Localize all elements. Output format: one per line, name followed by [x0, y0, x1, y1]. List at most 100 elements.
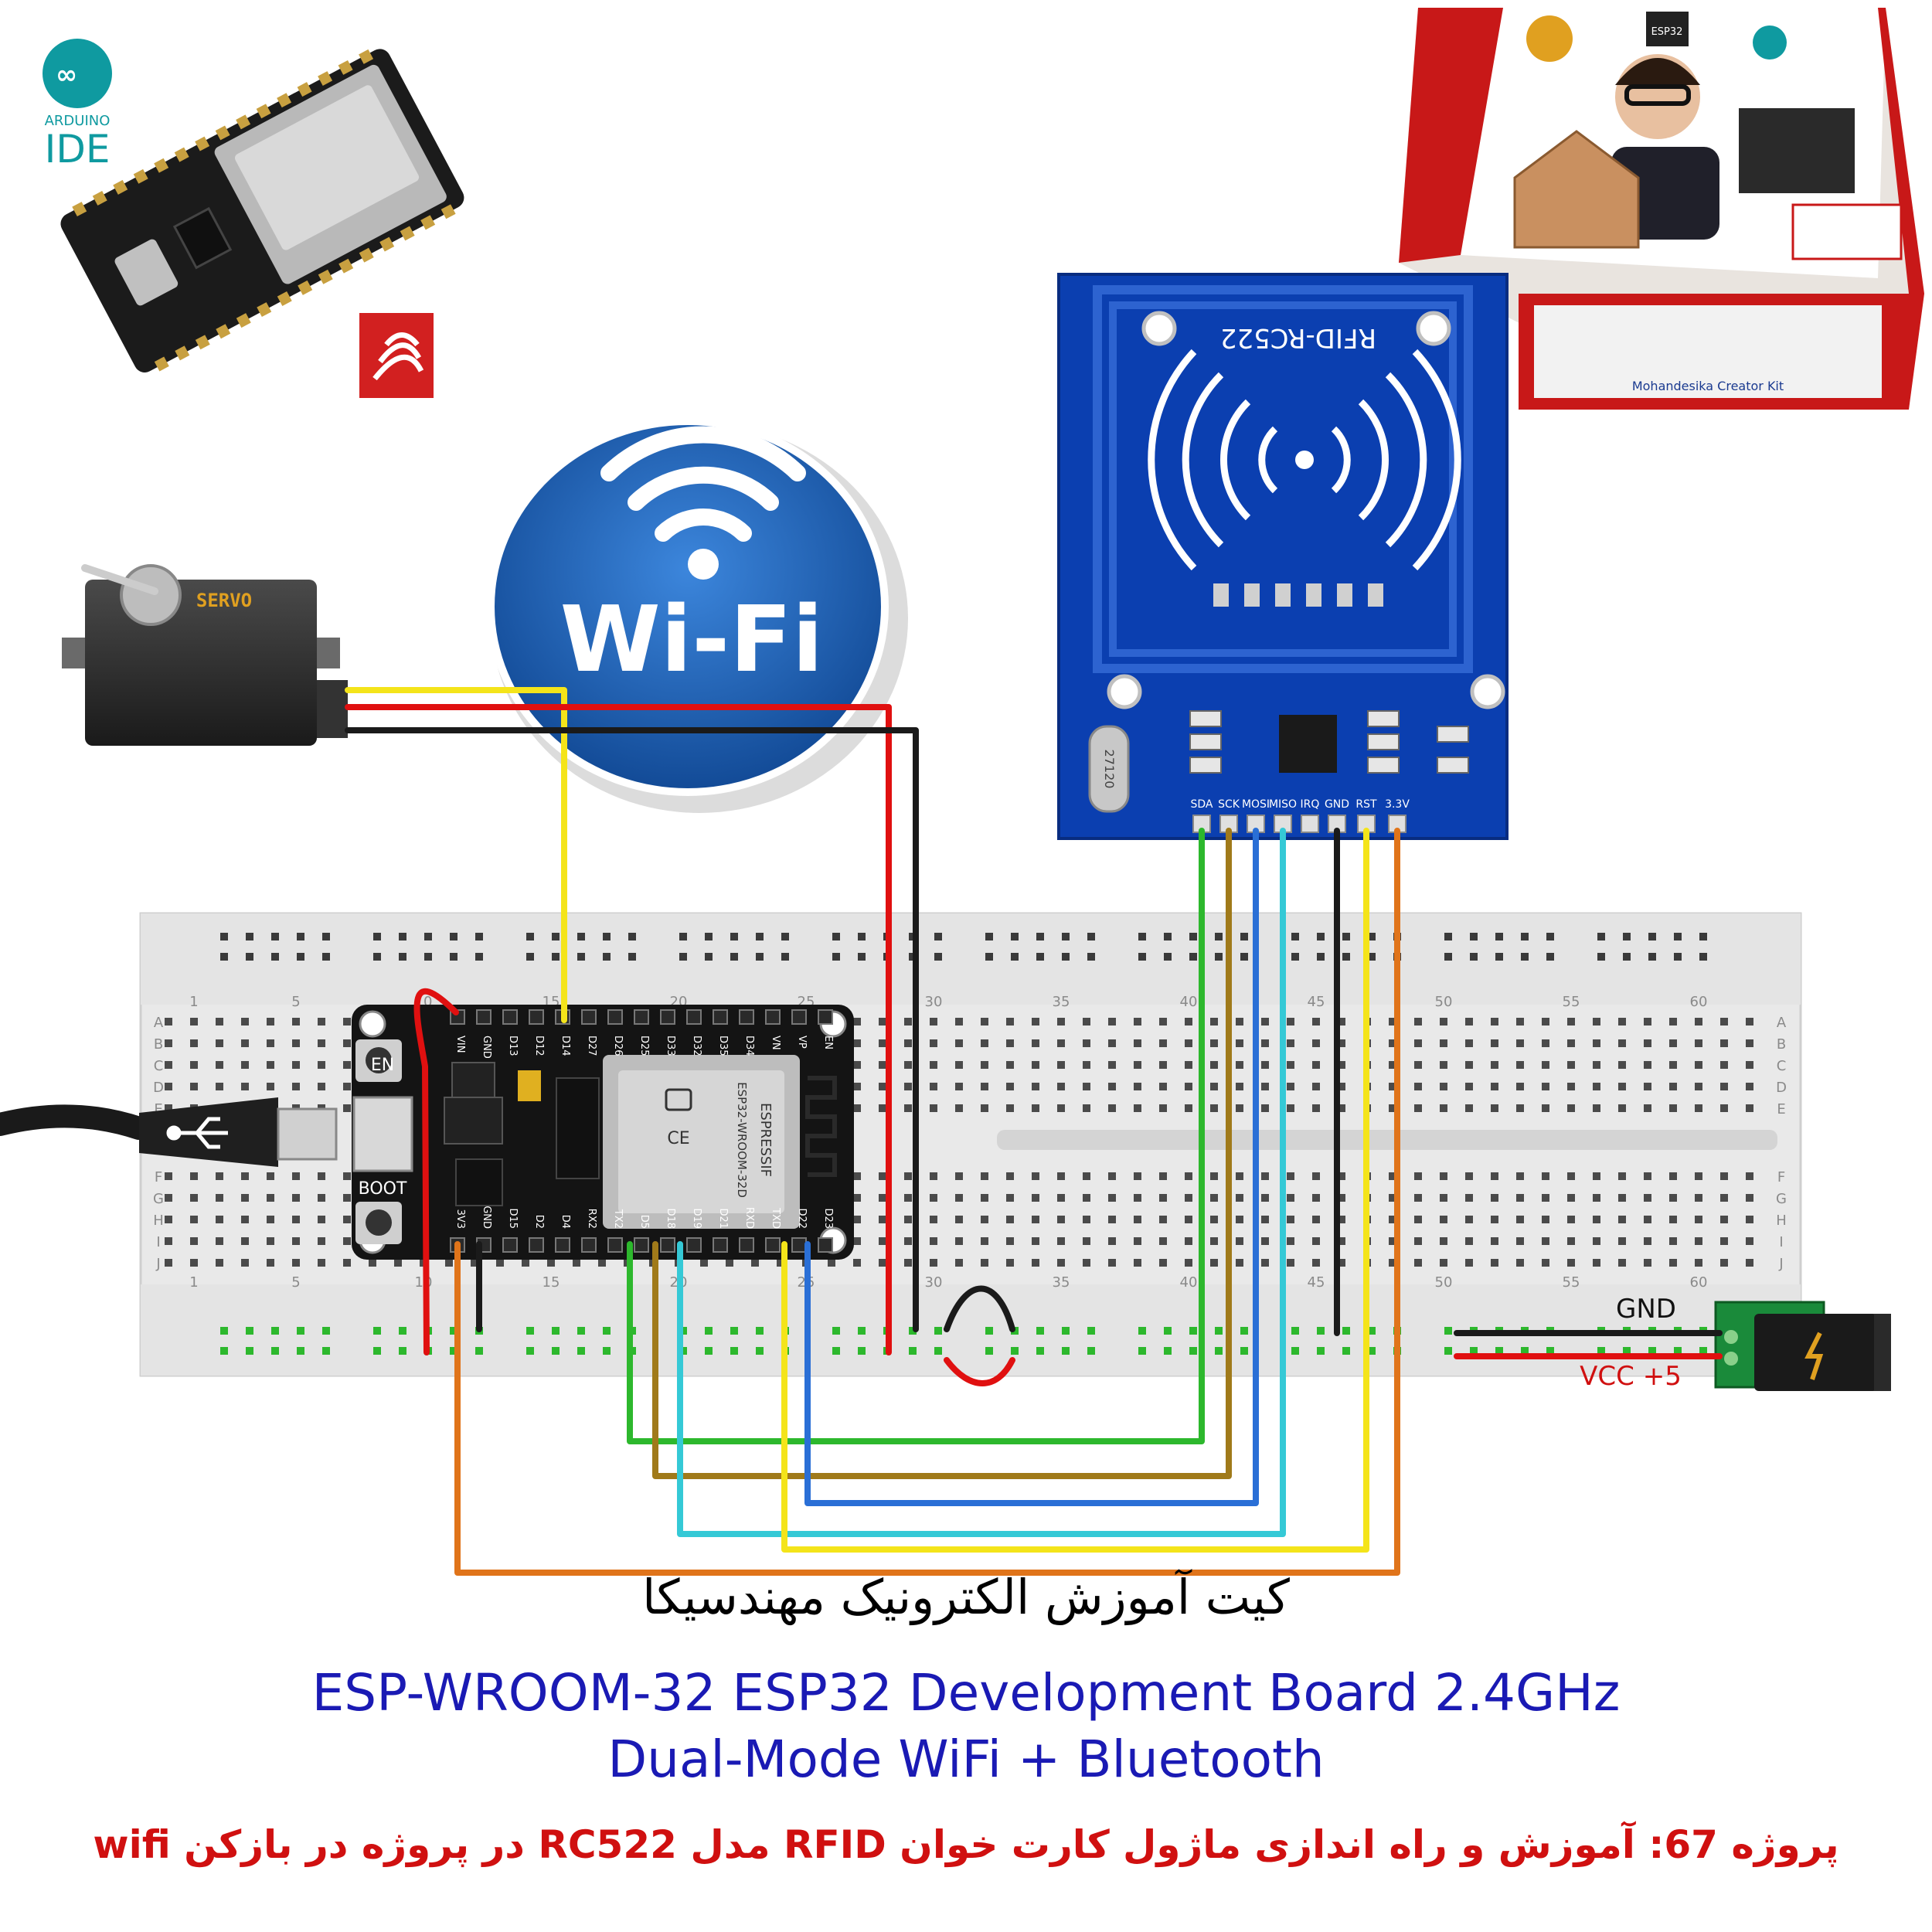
- rfid-pin-label: SDA: [1191, 798, 1213, 811]
- breadboard-hole: [1542, 1194, 1549, 1202]
- breadboard-hole: [1210, 1194, 1218, 1202]
- breadboard-hole: [1720, 1061, 1728, 1069]
- rail-hole: [628, 933, 636, 940]
- breadboard-hole: [1108, 1039, 1116, 1047]
- breadboard-hole: [1236, 1259, 1243, 1267]
- breadboard-hole: [1006, 1061, 1014, 1069]
- rail-hole: [1623, 1347, 1631, 1355]
- breadboard-hole: [1312, 1061, 1320, 1069]
- breadboard-hole: [1389, 1018, 1396, 1026]
- breadboard-hole: [522, 1259, 529, 1267]
- breadboard-hole: [1465, 1104, 1473, 1112]
- esp32-bottom-pin-label: D22: [796, 1208, 808, 1229]
- rail-hole: [1215, 953, 1223, 961]
- breadboard-hole: [904, 1237, 912, 1245]
- esp32-pin: [739, 1237, 754, 1253]
- micro-usb-port[interactable]: [352, 1096, 413, 1172]
- breadboard-hole: [1491, 1061, 1498, 1069]
- rail-hole: [1623, 933, 1631, 940]
- rail-hole: [1317, 953, 1325, 961]
- breadboard-hole: [879, 1259, 886, 1267]
- breadboard-hole: [1057, 1172, 1065, 1180]
- rail-hole: [271, 953, 279, 961]
- rail-hole: [730, 1347, 738, 1355]
- breadboard-hole: [1542, 1172, 1549, 1180]
- breadboard-hole: [879, 1018, 886, 1026]
- rail-hole: [1215, 1347, 1223, 1355]
- rail-hole: [603, 1347, 611, 1355]
- rfid-signal-icon: [1148, 349, 1461, 571]
- breadboard-hole: [904, 1039, 912, 1047]
- breadboard-hole: [1185, 1237, 1192, 1245]
- breadboard-hole: [318, 1039, 325, 1047]
- breadboard-hole: [165, 1061, 172, 1069]
- wifi-label: Wi-Fi: [560, 586, 824, 692]
- breadboard-hole: [1261, 1104, 1269, 1112]
- breadboard-hole: [1389, 1237, 1396, 1245]
- rail-hole: [322, 933, 330, 940]
- rail-hole: [1189, 933, 1197, 940]
- breadboard-hole: [1746, 1061, 1753, 1069]
- breadboard-hole: [547, 1259, 555, 1267]
- esp32-bottom-pin-label: D21: [717, 1208, 729, 1229]
- rail-hole: [1674, 1347, 1682, 1355]
- rail-hole: [1291, 953, 1299, 961]
- esp32-top-pin-label: D35: [717, 1036, 729, 1056]
- breadboard-hole: [318, 1216, 325, 1223]
- esp32-pin: [529, 1009, 544, 1025]
- breadboard-hole: [1338, 1194, 1345, 1202]
- breadboard-hole: [1134, 1083, 1141, 1090]
- antenna-trace: [805, 1076, 837, 1177]
- breadboard-hole: [598, 1259, 606, 1267]
- row-letter: J: [155, 1256, 160, 1272]
- rail-hole: [475, 933, 483, 940]
- rail-hole: [1189, 1347, 1197, 1355]
- arduino-logo-icon: [43, 39, 112, 108]
- photo-pin: [216, 324, 231, 339]
- breadboard-hole: [1746, 1194, 1753, 1202]
- breadboard-hole: [1083, 1083, 1090, 1090]
- box-subtitle: Mohandesika Creator Kit: [1632, 379, 1784, 393]
- breadboard-hole: [1236, 1104, 1243, 1112]
- photo-pin: [379, 236, 395, 252]
- breadboard-hole: [1032, 1194, 1039, 1202]
- breadboard-hole: [904, 1259, 912, 1267]
- breadboard-hole: [1261, 1237, 1269, 1245]
- row-letter: F: [155, 1169, 162, 1185]
- en-button-cap[interactable]: [366, 1047, 392, 1073]
- breadboard-hole: [1414, 1039, 1422, 1047]
- breadboard-hole: [1006, 1194, 1014, 1202]
- rail-hole: [246, 953, 253, 961]
- esp32-pin: [634, 1009, 649, 1025]
- rail-hole: [1342, 933, 1350, 940]
- rail-hole: [1291, 933, 1299, 940]
- rail-hole: [756, 1347, 764, 1355]
- esp32-pin: [581, 1009, 597, 1025]
- rail-hole: [450, 933, 457, 940]
- photo-pin: [297, 82, 312, 97]
- breadboard-hole: [216, 1194, 223, 1202]
- svg-text:∞: ∞: [56, 60, 77, 90]
- rail-hole: [1444, 1327, 1452, 1335]
- breadboard-hole: [1236, 1194, 1243, 1202]
- esp32-bottom-pin-label: D15: [507, 1208, 519, 1229]
- breadboard-hole: [1108, 1237, 1116, 1245]
- breadboard-hole: [1006, 1104, 1014, 1112]
- breadboard-hole: [1338, 1259, 1345, 1267]
- breadboard-hole: [1746, 1237, 1753, 1245]
- breadboard-hole: [1338, 1083, 1345, 1090]
- breadboard-hole: [1287, 1172, 1294, 1180]
- breadboard-hole: [1644, 1018, 1651, 1026]
- rail-hole: [526, 1327, 534, 1335]
- breadboard-hole: [1465, 1194, 1473, 1202]
- rail-hole: [297, 933, 304, 940]
- column-number: 50: [1435, 994, 1453, 1010]
- boot-button-cap[interactable]: [366, 1209, 392, 1236]
- rail-hole: [1062, 953, 1070, 961]
- rail-hole: [322, 1347, 330, 1355]
- column-number: 40: [1180, 1274, 1198, 1291]
- photo-pin: [72, 202, 87, 217]
- breadboard-hole: [930, 1061, 937, 1069]
- rail-hole: [1317, 1347, 1325, 1355]
- esp32-pin: [660, 1009, 675, 1025]
